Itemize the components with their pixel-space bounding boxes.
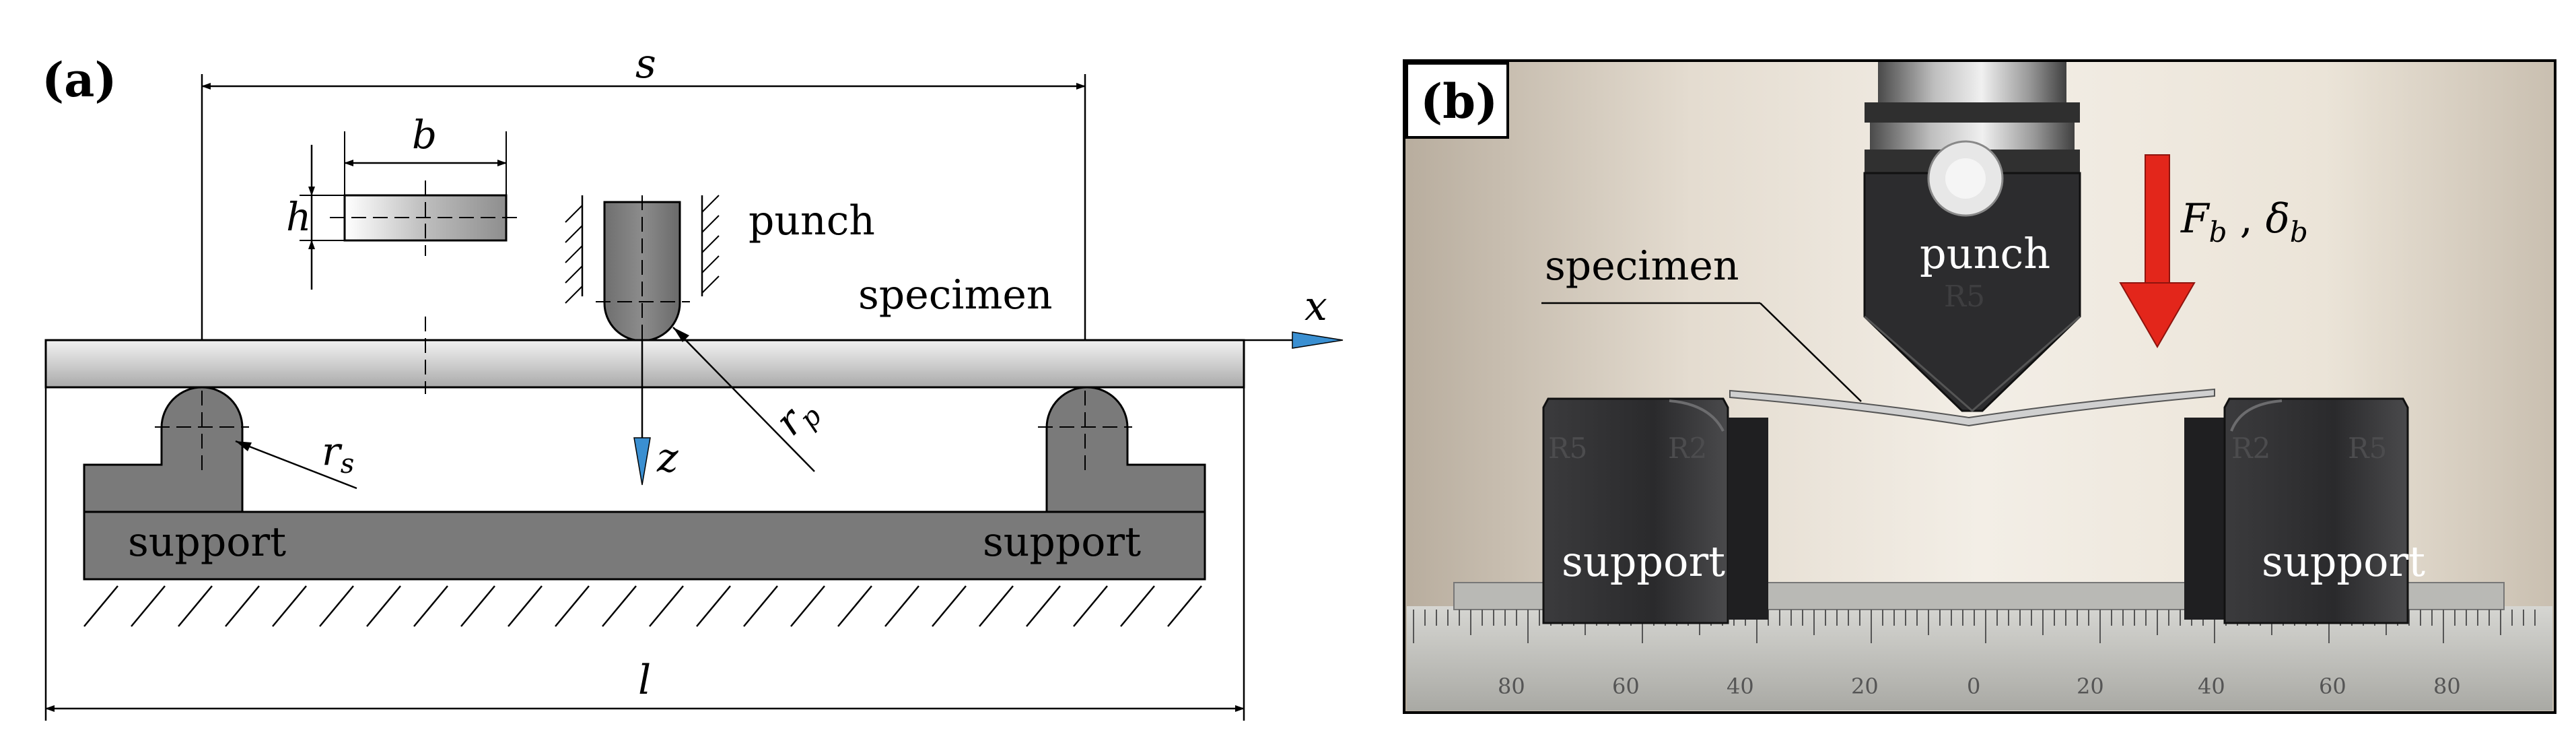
specimen-bar <box>44 339 1245 389</box>
panel-a-diagram: (a) s b h <box>42 40 1344 721</box>
x-axis-label: x <box>1304 283 1327 330</box>
photo-support-left: R5 R2 <box>1542 397 1768 624</box>
specimen-cross-section <box>300 131 520 290</box>
z-axis-label: z <box>656 434 678 482</box>
ruler-number: 0 <box>1967 674 1980 699</box>
punch-radius-leader <box>672 327 815 472</box>
support-left-schematic <box>83 386 249 513</box>
support-right-label: support <box>983 519 1141 566</box>
photo-punch-label: punch <box>1920 229 2050 278</box>
svg-text:R5: R5 <box>1548 432 1587 465</box>
support-right-schematic <box>1038 386 1206 513</box>
support-radius-label: rs <box>322 428 354 480</box>
support-left-label: support <box>128 519 286 566</box>
photo-punch: R5 <box>1863 140 2081 412</box>
photo-support-left-label: support <box>1562 537 1725 586</box>
punch-schematic <box>565 195 720 350</box>
ruler-number: 60 <box>2319 674 2346 699</box>
ruler-number: 60 <box>1612 674 1640 699</box>
svg-text:R5: R5 <box>2348 432 2387 465</box>
ruler-number: 80 <box>2433 674 2461 699</box>
panel-b-photo: R5 punch Fb , δb specimen R5 R2 support <box>1403 59 2556 714</box>
ruler-number: 40 <box>2198 674 2225 699</box>
ruler-number: 80 <box>1498 674 1525 699</box>
photo-specimen-label: specimen <box>1545 242 1739 290</box>
panel-b-label: (b) <box>1420 73 1498 129</box>
panel-b-label-box <box>1405 62 1509 139</box>
base-plate <box>83 511 1206 581</box>
ruler-number: 20 <box>2077 674 2104 699</box>
punch-label: punch <box>749 197 875 244</box>
ruler-numbers: 80 60 40 20 0 20 40 60 80 <box>1498 674 2461 699</box>
force-label: Fb , δb <box>2180 195 2308 249</box>
z-axis-arrowhead <box>633 437 651 486</box>
photo-specimen <box>1729 388 2215 427</box>
svg-text:R2: R2 <box>1668 432 1707 465</box>
force-arrow <box>2119 154 2196 348</box>
ruler-number: 20 <box>1851 674 1879 699</box>
ruler-number: 40 <box>1727 674 1754 699</box>
svg-text:R2: R2 <box>2231 432 2270 465</box>
specimen-label: specimen <box>858 271 1053 319</box>
panel-a-label: (a) <box>42 52 117 108</box>
span-label: s <box>635 40 656 88</box>
photo-support-right: R2 R5 <box>2184 397 2409 624</box>
support-radius-leader <box>235 440 357 490</box>
svg-text:R5: R5 <box>1944 280 1985 314</box>
x-axis-arrowhead <box>1292 331 1344 349</box>
punch-radius-label: rp <box>766 387 827 448</box>
ground-hatching <box>83 585 1202 627</box>
photo-support-right-label: support <box>2262 537 2425 586</box>
length-label: l <box>638 657 651 704</box>
height-label: h <box>286 194 311 240</box>
width-label: b <box>412 112 437 158</box>
photo-specimen-leader-diagonal <box>1760 302 1862 402</box>
